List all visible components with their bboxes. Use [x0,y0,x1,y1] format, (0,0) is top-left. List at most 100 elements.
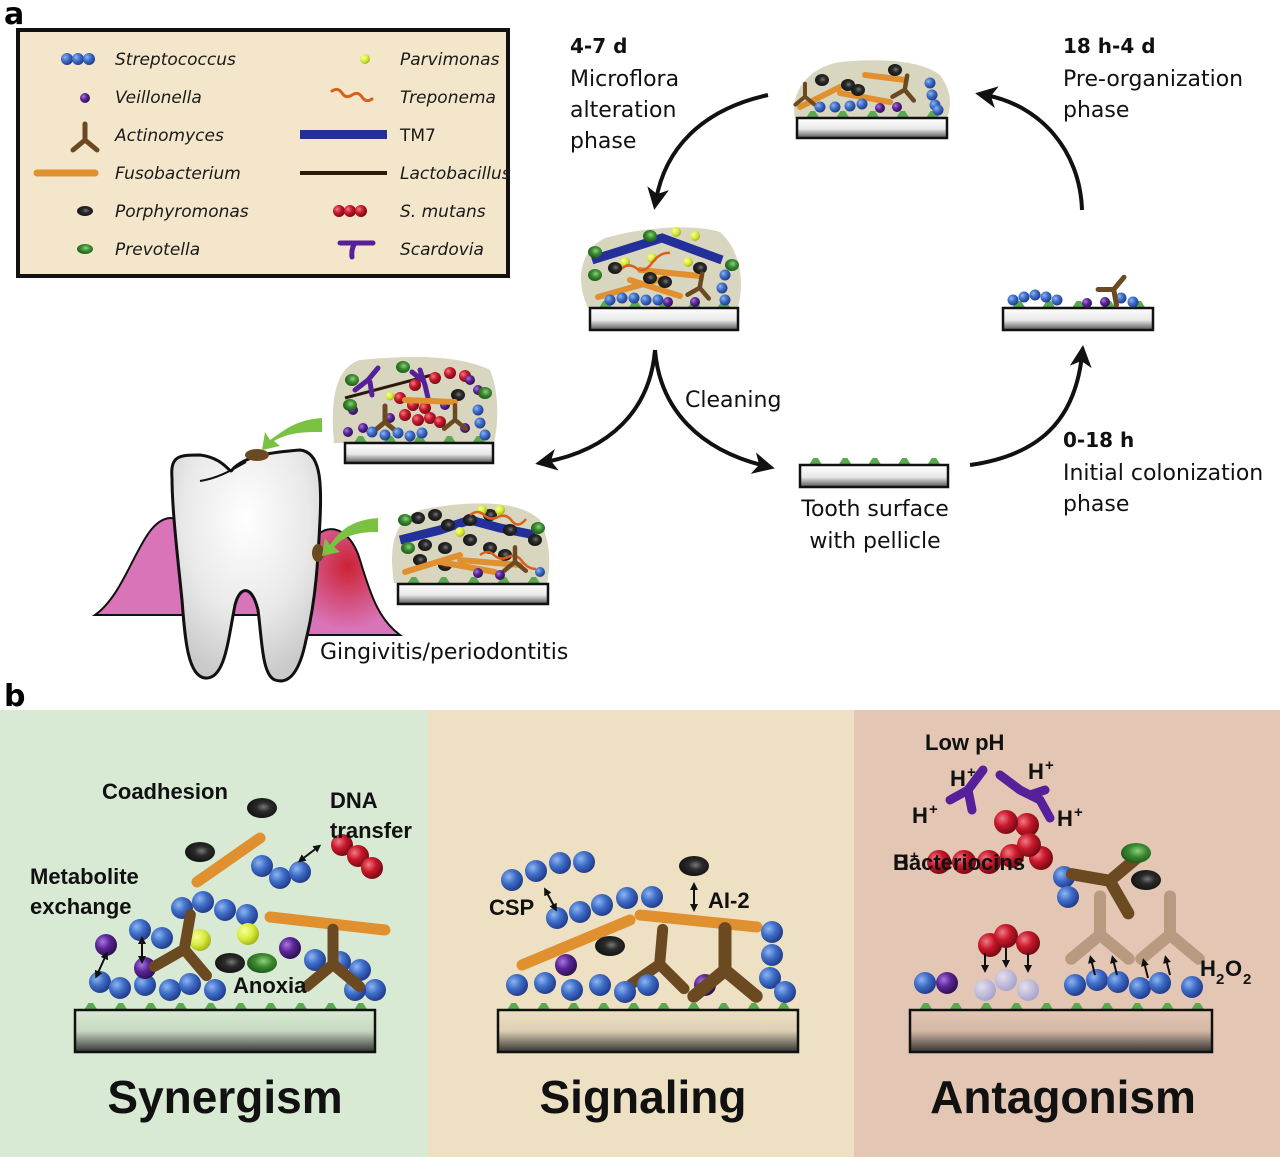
arrow-initial-to-preorg [975,86,1084,211]
porphyromonas [643,272,657,284]
legend-label: Prevotella [115,240,200,260]
ai2-label: AI-2 [708,888,750,913]
parvimonas [683,257,693,267]
green-arrow-top [262,418,322,450]
porphyromonas [815,74,829,86]
svg-text:phase: phase [570,129,636,154]
panel-b-label: b [4,679,25,714]
porphyromonas [411,512,425,524]
legend-label: Treponema [400,88,496,108]
antagonism-illustration [908,765,1214,1054]
prevotella-oval-icon [77,244,93,254]
tooth [170,448,323,683]
prevotella [1121,843,1151,863]
porphyromonas [658,276,672,288]
porphyromonas [418,539,432,551]
svg-text:with pellicle: with pellicle [809,529,940,554]
cleaning-label: Cleaning [685,388,781,413]
tooth-surface [73,1003,377,1054]
legend-label: Fusobacterium [115,164,241,184]
pellicle [345,436,493,445]
arrow-to-disease [535,349,657,471]
signaling-title: Signaling [540,1071,747,1123]
h-plus-label: H+ [950,764,976,791]
bacteriocins-label: Bacteriocins [893,850,1025,875]
prevotella [643,230,657,242]
metabolite-label-2: exchange [30,894,132,919]
actinomyces [1095,274,1127,308]
svg-text:2: 2 [1216,971,1224,988]
parvimonas [385,391,395,401]
svg-text:18 h-4 d: 18 h-4 d [1063,34,1156,58]
s-mutans [424,412,436,424]
phase-label-initial: 0-18 h Initial colonization phase [1063,428,1263,517]
treponema [619,251,671,272]
svg-text:Microflora: Microflora [570,67,679,92]
porphyromonas [693,262,707,274]
parvimonas-coccus-icon [360,54,370,64]
porphyromonas [451,389,465,401]
svg-text:0-18 h: 0-18 h [1063,428,1134,452]
veillonella [690,297,700,307]
prevotella [478,387,492,399]
coadhesion-label: Coadhesion [102,779,228,804]
svg-text:Tooth surface: Tooth surface [800,497,949,522]
porphyromonas [463,534,477,546]
species-legend: StreptococcusVeillonellaActinomycesFusob… [16,28,511,278]
scardovia [409,367,431,401]
tooth-surface [1001,301,1155,332]
streptococcus [604,269,731,306]
svg-text:Pre-organization: Pre-organization [1063,67,1243,92]
parvimonas [690,231,700,241]
legend-item: Veillonella [80,88,202,108]
signaling-panel-bg [428,710,854,1157]
lysed-cell [995,969,1017,991]
scardovia [945,765,988,815]
svg-text:H: H [1028,759,1044,784]
svg-text:H: H [893,850,909,875]
porphyromonas [185,842,215,862]
veillonella [465,375,475,385]
dna-transfer-arrow [297,844,322,863]
lysed-cell [974,979,996,1001]
s-mutans [429,372,441,384]
s-mutans [419,402,431,414]
legend-item: Prevotella [77,240,200,260]
scardovia [995,770,1055,823]
porphyromonas [679,856,709,876]
veillonella [1100,297,1110,307]
legend-label: Scardovia [400,240,484,260]
legend-item: Treponema [330,87,496,108]
porphyromonas [503,524,517,536]
actinomyces [625,923,690,995]
tooth-surface [343,436,495,465]
actinomyces-faded [1065,890,1135,965]
pellicle [1003,301,1153,310]
veillonella [358,423,368,433]
svg-text:H: H [1200,956,1216,981]
fusobacterium [191,832,266,888]
h-plus-label: H+ [1028,757,1054,784]
streptococcus [914,972,936,994]
plaque-deposit-gum [312,544,324,562]
csp-label: CSP [489,895,534,920]
veillonella [875,103,885,113]
legend-label: S. mutans [400,202,486,222]
s-mutans [409,379,421,391]
fusobacterium [837,90,893,105]
synergism-panel-bg [0,710,428,1157]
streptococcus [251,855,311,889]
prevotella [396,361,410,373]
synergism-title: Synergism [107,1071,342,1123]
svg-text:+: + [910,848,919,865]
antagonism-title: Antagonism [930,1071,1196,1123]
veillonella [892,102,902,112]
tm7-filament-icon [300,130,387,139]
actinomyces [687,922,763,1003]
s-mutans [927,810,1053,874]
actinomyces-faded [1135,890,1205,965]
prevotella [247,953,277,973]
legend-item: Porphyromonas [77,202,249,222]
streptococcus-chain-icon [61,53,95,65]
